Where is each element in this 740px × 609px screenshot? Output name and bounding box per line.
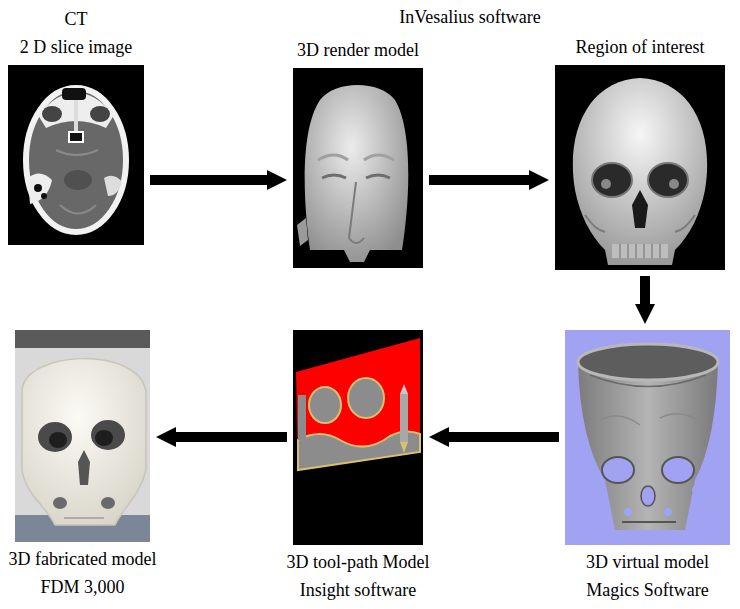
flow-arrow bbox=[640, 276, 650, 304]
virtual-skull-image bbox=[622, 521, 676, 523]
tool-path-image bbox=[400, 394, 408, 442]
flow-arrow bbox=[176, 432, 287, 442]
render-head-image bbox=[364, 155, 394, 160]
virtual-skull-image bbox=[602, 457, 634, 483]
skull-render-image bbox=[555, 65, 725, 270]
virtual-skull-image bbox=[692, 485, 702, 495]
fabricated-skull-photo bbox=[22, 359, 146, 525]
skull-render-image bbox=[648, 163, 688, 197]
skull-render-image bbox=[555, 65, 725, 270]
virtual-skull-image bbox=[595, 483, 605, 493]
skull-render-image bbox=[675, 215, 695, 232]
virtual-skull-image bbox=[600, 414, 700, 425]
ct-slice-image bbox=[8, 65, 144, 245]
virtual-skull-image bbox=[578, 344, 718, 380]
render-head-image bbox=[366, 175, 390, 178]
tool-path-image bbox=[293, 330, 423, 545]
ct-slice-image bbox=[34, 184, 42, 192]
ct-slice-image bbox=[26, 88, 126, 232]
panel-caption: 3D render model bbox=[297, 39, 419, 61]
panel-caption: CT bbox=[64, 8, 87, 30]
render-head-image bbox=[297, 218, 308, 246]
tool-path-image bbox=[309, 387, 341, 423]
ct-slice-image bbox=[28, 173, 52, 204]
ct-slice-image bbox=[64, 170, 92, 190]
ct-slice-image bbox=[62, 88, 86, 100]
flow-arrow bbox=[150, 175, 267, 185]
skull-render-image bbox=[601, 179, 611, 189]
render-head-image bbox=[293, 68, 423, 268]
tool-path-image bbox=[400, 442, 408, 453]
virtual-skull-image bbox=[624, 508, 632, 516]
skull-render-image bbox=[573, 78, 707, 265]
virtual-skull-image bbox=[664, 508, 672, 516]
group-title: InVesalius software bbox=[399, 6, 540, 28]
fabricated-skull-photo bbox=[95, 430, 113, 446]
render-head-image bbox=[349, 182, 364, 243]
tool-path-image bbox=[293, 330, 423, 545]
ct-slice-image bbox=[104, 176, 122, 196]
skull-render-image bbox=[592, 163, 632, 197]
fabricated-skull-photo bbox=[15, 330, 150, 542]
tool-path-image bbox=[296, 338, 420, 470]
ct-slice-image bbox=[74, 100, 78, 135]
image-panel: 3D virtual modelMagics Software bbox=[565, 330, 730, 545]
panel-caption: Magics Software bbox=[586, 579, 708, 601]
skull-render-image bbox=[620, 244, 660, 258]
panel-caption: Region of interest bbox=[576, 36, 705, 58]
virtual-skull-image bbox=[641, 486, 655, 506]
fabricated-skull-photo bbox=[38, 422, 72, 452]
render-head-image bbox=[322, 175, 346, 178]
fabricated-skull-photo bbox=[15, 330, 150, 542]
panel-caption: Insight software bbox=[300, 579, 416, 601]
ct-slice-image bbox=[8, 65, 144, 245]
ct-slice-image bbox=[42, 106, 62, 122]
virtual-skull-image bbox=[590, 375, 706, 387]
ct-slice-image bbox=[90, 106, 110, 122]
fabricated-skull-photo bbox=[64, 517, 104, 519]
skull-render-image bbox=[585, 215, 605, 232]
render-head-image bbox=[293, 68, 423, 268]
virtual-skull-image bbox=[578, 362, 718, 530]
panel-caption: 2 D slice image bbox=[20, 36, 132, 58]
panel-caption: 3D fabricated model bbox=[9, 548, 157, 570]
tool-path-image bbox=[400, 384, 408, 394]
skull-render-image bbox=[612, 244, 668, 258]
skull-render-image bbox=[669, 179, 679, 189]
fabricated-skull-photo bbox=[78, 450, 90, 485]
ct-slice-image bbox=[41, 193, 47, 199]
fabricated-skull-photo bbox=[53, 497, 67, 509]
tool-path-image bbox=[298, 395, 306, 440]
virtual-skull-image bbox=[565, 330, 730, 545]
flow-arrow bbox=[449, 432, 559, 442]
render-head-image bbox=[318, 155, 348, 160]
virtual-skull-image bbox=[662, 457, 694, 483]
image-panel: 3D fabricated modelFDM 3,000 bbox=[15, 330, 150, 542]
fabricated-skull-photo bbox=[49, 432, 67, 448]
ct-slice-image bbox=[56, 150, 98, 155]
panel-caption: 3D tool-path Model bbox=[287, 551, 430, 573]
render-head-image bbox=[305, 85, 409, 262]
ct-slice-image bbox=[69, 132, 83, 142]
ct-slice-image bbox=[60, 205, 96, 214]
fabricated-skull-photo bbox=[91, 420, 125, 450]
flow-arrow bbox=[429, 175, 529, 185]
image-panel: Region of interest bbox=[555, 65, 725, 270]
image-panel: CT2 D slice image bbox=[8, 65, 144, 245]
virtual-skull-image bbox=[565, 330, 730, 545]
image-panel: 3D tool-path ModelInsight software bbox=[293, 330, 423, 545]
panel-caption: FDM 3,000 bbox=[40, 576, 124, 598]
tool-path-image bbox=[348, 378, 384, 418]
fabricated-skull-photo bbox=[101, 497, 115, 509]
image-panel: 3D render model bbox=[293, 68, 423, 268]
panel-caption: 3D virtual model bbox=[586, 551, 709, 573]
fabricated-skull-photo bbox=[15, 330, 150, 348]
skull-render-image bbox=[632, 190, 648, 228]
